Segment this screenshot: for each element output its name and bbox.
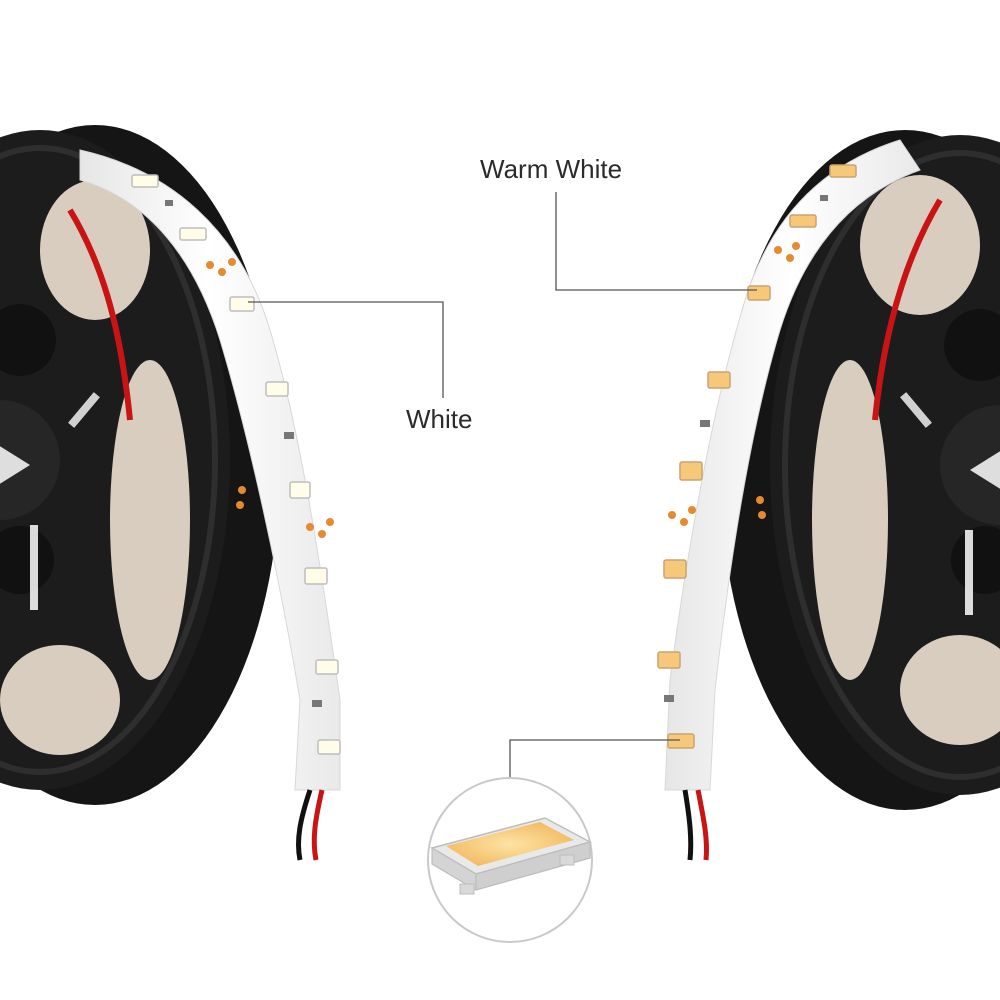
callout-lines [248,192,757,785]
left-led-strip [79,149,341,861]
chip-callout-line [509,739,680,785]
chip-closeup [427,777,593,943]
white-label: White [406,404,473,434]
warm-white-label: Warm White [480,154,623,184]
warm-white-callout-line [555,192,757,291]
white-callout-line [248,301,444,398]
right-led-reel [720,130,1000,810]
smd-5630-led-chip-icon [430,817,593,895]
right-led-strip [657,139,921,861]
left-led-reel [0,125,280,805]
